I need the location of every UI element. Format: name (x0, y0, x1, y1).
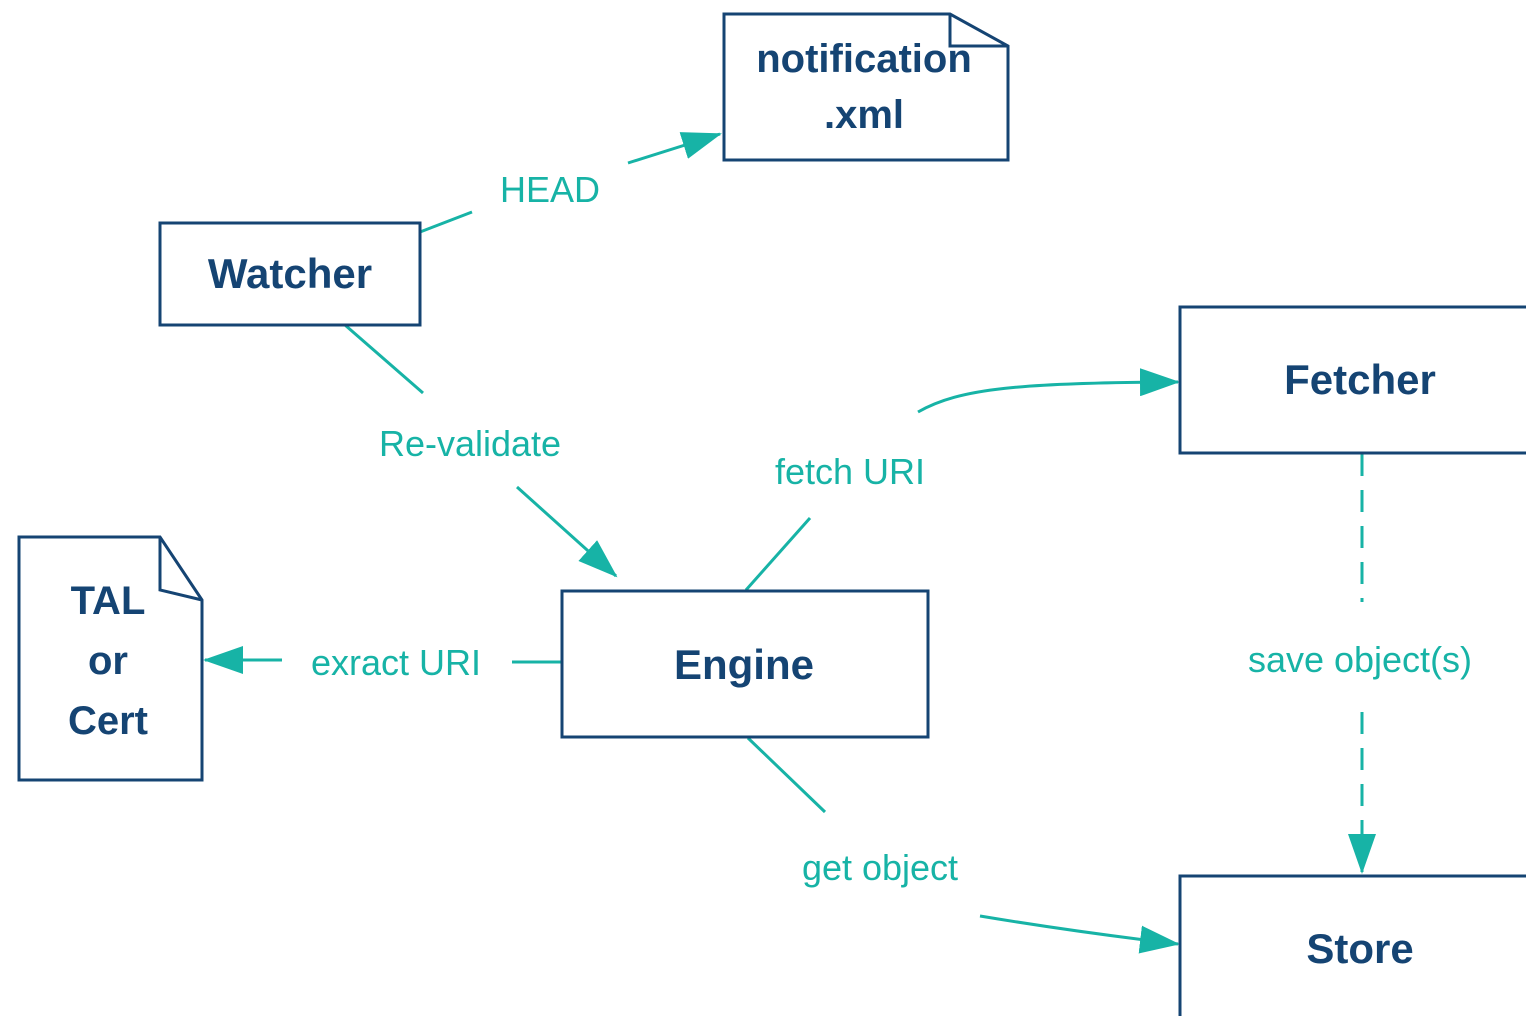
edge-head: HEAD (419, 132, 722, 234)
node-tal-or-cert: TAL or Cert (17, 535, 204, 782)
node-label-tal-1: TAL (71, 579, 146, 623)
node-label-engine: Engine (674, 641, 814, 688)
node-fetcher: Fetcher (1178, 305, 1526, 455)
document-icon (17, 535, 204, 782)
node-label-store: Store (1306, 925, 1413, 972)
edge-label-revalidate: Re-validate (379, 423, 561, 464)
edge-extract-uri: exract URI (203, 642, 562, 683)
node-label-watcher: Watcher (208, 250, 372, 297)
edge-save-objects: save object(s) (1248, 454, 1472, 874)
node-label-tal-2: or (88, 639, 128, 683)
edge-revalidate: Re-validate (344, 323, 618, 578)
edge-get-object: get object (746, 736, 1180, 954)
node-watcher: Watcher (158, 221, 422, 327)
edge-label-get-object: get object (802, 847, 958, 888)
edge-label-fetch-uri: fetch URI (775, 451, 925, 492)
edge-fetch-uri: fetch URI (744, 368, 1180, 591)
node-label-fetcher: Fetcher (1284, 356, 1436, 403)
edge-label-save-objects: save object(s) (1248, 639, 1472, 680)
node-store: Store (1178, 874, 1526, 1016)
document-icon (722, 12, 1010, 162)
node-notification-xml: notification .xml (722, 12, 1010, 162)
node-label-tal-3: Cert (68, 699, 148, 743)
node-label-notification-2: .xml (824, 93, 904, 137)
node-engine: Engine (560, 589, 930, 739)
edge-label-head: HEAD (500, 169, 600, 210)
node-label-notification-1: notification (756, 37, 972, 81)
edge-label-extract-uri: exract URI (311, 642, 481, 683)
